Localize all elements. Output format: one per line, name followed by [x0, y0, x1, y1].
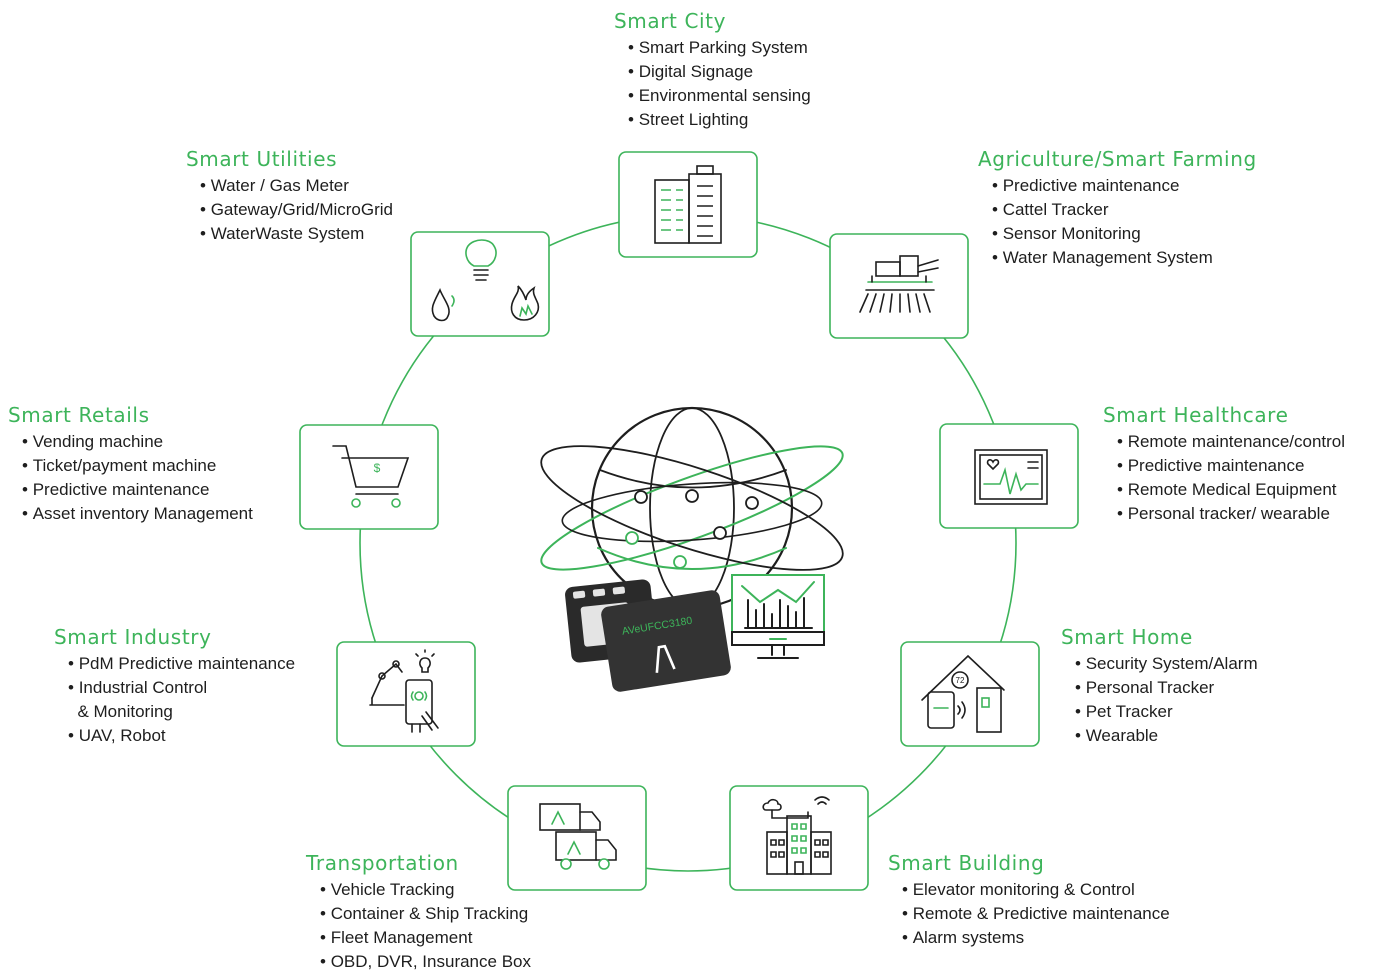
- icon-box-transportation: [507, 785, 647, 891]
- list-item: Sensor Monitoring: [992, 222, 1257, 246]
- heart-monitor-icon: [974, 449, 1048, 505]
- segment-title: Smart City: [614, 9, 727, 33]
- svg-text:$: $: [374, 461, 381, 475]
- list-item: Predictive maintenance: [22, 478, 253, 502]
- list-item: UAV, Robot: [68, 724, 295, 748]
- segment-list: Water / Gas Meter Gateway/Grid/MicroGrid…: [200, 174, 393, 246]
- list-item: Water / Gas Meter: [200, 174, 393, 198]
- list-item: PdM Predictive maintenance: [68, 652, 295, 676]
- segment-list: Predictive maintenance Cattel Tracker Se…: [992, 174, 1257, 270]
- icon-box-smart-building: [729, 785, 869, 891]
- icon-box-smart-utilities: [410, 231, 550, 337]
- list-item: Container & Ship Tracking: [320, 902, 531, 926]
- segment-smart-home: Smart Home Security System/Alarm Persona…: [1061, 625, 1258, 748]
- segment-title: Smart Industry: [54, 625, 212, 649]
- icon-box-smart-industry: [336, 641, 476, 747]
- connected-building-icon: [762, 796, 832, 875]
- list-item: Security System/Alarm: [1075, 652, 1258, 676]
- segment-smart-city: Smart City Smart Parking System Digital …: [614, 9, 811, 132]
- trucks-icon: [539, 803, 617, 870]
- list-item: Environmental sensing: [628, 84, 811, 108]
- list-item: Wearable: [1075, 724, 1258, 748]
- segment-title: Smart Building: [888, 851, 1045, 875]
- svg-text:72: 72: [956, 676, 965, 685]
- smart-house-icon: 72: [921, 654, 1005, 733]
- segment-title: Agriculture/Smart Farming: [978, 147, 1257, 171]
- list-item: Predictive maintenance: [992, 174, 1257, 198]
- list-item: Ticket/payment machine: [22, 454, 253, 478]
- segment-title: Smart Utilities: [186, 147, 338, 171]
- segment-list: Elevator monitoring & Control Remote & P…: [902, 878, 1170, 950]
- harvester-icon: [859, 255, 939, 313]
- robot-arm-icon: [369, 649, 439, 733]
- city-buildings-icon: [654, 165, 722, 244]
- segment-agriculture: Agriculture/Smart Farming Predictive mai…: [978, 147, 1257, 270]
- list-item: Industrial Control: [68, 676, 295, 700]
- list-item: Smart Parking System: [628, 36, 811, 60]
- list-item: Gateway/Grid/MicroGrid: [200, 198, 393, 222]
- list-item: Predictive maintenance: [1117, 454, 1345, 478]
- icon-box-agriculture: [829, 233, 969, 339]
- segment-smart-building: Smart Building Elevator monitoring & Con…: [888, 851, 1170, 950]
- monitor-icon: [731, 574, 825, 659]
- segment-transportation: Transportation Vehicle Tracking Containe…: [306, 851, 531, 974]
- list-item: Remote & Predictive maintenance: [902, 902, 1170, 926]
- list-item: Personal Tracker: [1075, 676, 1258, 700]
- segment-smart-utilities: Smart Utilities Water / Gas Meter Gatewa…: [186, 147, 393, 246]
- segment-list: Security System/Alarm Personal Tracker P…: [1075, 652, 1258, 748]
- segment-title: Smart Home: [1061, 625, 1193, 649]
- list-item: Personal tracker/ wearable: [1117, 502, 1345, 526]
- list-item: Remote Medical Equipment: [1117, 478, 1345, 502]
- segment-smart-industry: Smart Industry PdM Predictive maintenanc…: [54, 625, 295, 748]
- list-item: Alarm systems: [902, 926, 1170, 950]
- list-item: WaterWaste System: [200, 222, 393, 246]
- list-item: Cattel Tracker: [992, 198, 1257, 222]
- segment-list: Smart Parking System Digital Signage Env…: [628, 36, 811, 132]
- segment-smart-retails: Smart Retails Vending machine Ticket/pay…: [8, 403, 253, 526]
- icon-box-smart-city: [618, 151, 758, 258]
- icon-box-smart-healthcare: [939, 423, 1079, 529]
- segment-list: Vehicle Tracking Container & Ship Tracki…: [320, 878, 531, 974]
- list-item: Vending machine: [22, 430, 253, 454]
- segment-list: PdM Predictive maintenance Industrial Co…: [68, 652, 295, 748]
- chip-icon: AVeUFCC3180: [565, 579, 731, 692]
- icon-box-smart-home: 72: [900, 641, 1040, 747]
- list-item: Pet Tracker: [1075, 700, 1258, 724]
- list-item: Street Lighting: [628, 108, 811, 132]
- segment-smart-healthcare: Smart Healthcare Remote maintenance/cont…: [1103, 403, 1345, 526]
- utilities-icon: [431, 239, 540, 322]
- segment-title: Transportation: [306, 851, 459, 875]
- list-item: Elevator monitoring & Control: [902, 878, 1170, 902]
- list-item: OBD, DVR, Insurance Box: [320, 950, 531, 974]
- list-item: Asset inventory Management: [22, 502, 253, 526]
- segment-title: Smart Retails: [8, 403, 150, 427]
- list-item: Remote maintenance/control: [1117, 430, 1345, 454]
- list-item: Fleet Management: [320, 926, 531, 950]
- list-item: & Monitoring: [77, 702, 173, 721]
- list-item: Vehicle Tracking: [320, 878, 531, 902]
- globe-icon: [540, 406, 844, 610]
- icon-box-smart-retails: $: [299, 424, 439, 530]
- list-item: Water Management System: [992, 246, 1257, 270]
- segment-list: Vending machine Ticket/payment machine P…: [22, 430, 253, 526]
- segment-list: Remote maintenance/control Predictive ma…: [1117, 430, 1345, 526]
- segment-title: Smart Healthcare: [1103, 403, 1289, 427]
- list-item: Digital Signage: [628, 60, 811, 84]
- shopping-cart-icon: $: [332, 445, 410, 508]
